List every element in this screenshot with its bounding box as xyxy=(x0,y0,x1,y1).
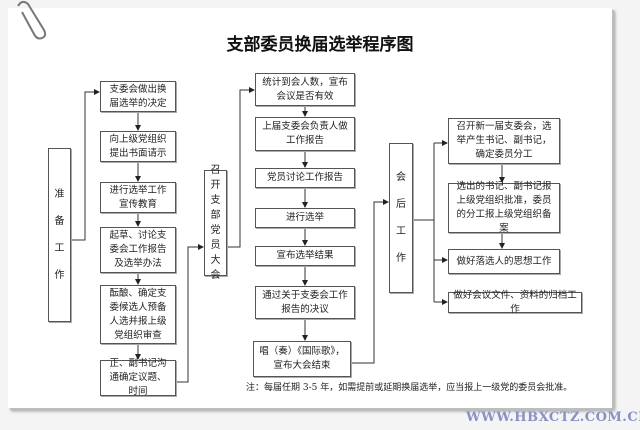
stage-label-post: 会 后 工 作 xyxy=(389,143,413,293)
watermark: WWW.HBXCTZ.COM.CN xyxy=(466,410,640,425)
stage-char: 大 xyxy=(210,255,221,266)
stage-char: 召 xyxy=(210,165,221,176)
footnote: 注：每届任期 3-5 年，如需提前或延期换届选举，应当报上一级党的委员会批准。 xyxy=(246,383,573,393)
prep-step-5: 酝酿、确定支委候选人预备人选并报上级党组织审查 xyxy=(100,285,176,344)
stage-char: 后 xyxy=(396,199,406,210)
stage-char: 准 xyxy=(54,189,65,200)
meeting-step-7: 唱（奏）《国际歌》，宣布大会结束 xyxy=(253,341,351,377)
meeting-step-6: 通过关于支委会工作报告的决议 xyxy=(255,286,355,319)
prep-step-3: 进行选举工作宣传教育 xyxy=(100,182,176,213)
connector-meeting-start xyxy=(227,87,255,248)
stage-char: 工 xyxy=(396,226,406,237)
stage-label-meeting: 召 开 支 部 党 员 大 会 xyxy=(204,165,227,281)
connector-prep-start xyxy=(70,89,100,241)
stage-char: 会 xyxy=(396,172,406,183)
meeting-step-4: 进行选举 xyxy=(255,208,355,228)
stage-char: 开 xyxy=(210,180,221,191)
prep-step-4: 起草、讨论支委会工作报告及选举办法 xyxy=(100,227,176,273)
meeting-step-1: 统计到会人数，宣布会议是否有效 xyxy=(255,73,355,106)
diagram-title: 支部委员换届选举程序图 xyxy=(226,35,414,55)
post-step-4: 做好会议文件、资料的归档工作 xyxy=(448,290,582,315)
connector-prep-meeting xyxy=(176,244,204,383)
paperclip-icon xyxy=(17,0,47,40)
stage-char: 支 xyxy=(210,195,221,206)
stage-char: 备 xyxy=(54,216,65,227)
stage-char: 工 xyxy=(54,243,65,254)
connector-meeting-post xyxy=(351,199,389,364)
meeting-step-2: 上届支委会负责人做工作报告 xyxy=(255,117,355,151)
stage-char: 会 xyxy=(210,270,221,281)
post-step-1: 召开新一届支委会，选举产生书记、副书记，确定委员分工 xyxy=(448,118,560,164)
prep-step-2: 向上级党组织提出书面请示 xyxy=(100,131,176,162)
stage-char: 员 xyxy=(210,240,221,251)
prep-step-1: 支委会做出换届选举的决定 xyxy=(100,81,176,112)
prep-step-6: 正、副书记沟通确定议题、时间 xyxy=(100,358,176,397)
stage-char: 党 xyxy=(210,225,221,236)
stage-char: 作 xyxy=(54,270,65,281)
stage-label-prep: 准 备 工 作 xyxy=(48,148,71,322)
meeting-step-3: 党员讨论工作报告 xyxy=(255,168,355,188)
stage-char: 作 xyxy=(396,253,406,264)
meeting-step-5: 宣布选举结果 xyxy=(255,246,355,266)
post-step-2: 选出的书记、副书记报上级党组织批准，委员的分工报上级党组织备案 xyxy=(448,181,560,234)
post-step-3: 做好落选人的思想工作 xyxy=(448,249,560,274)
stage-char: 部 xyxy=(210,210,221,221)
